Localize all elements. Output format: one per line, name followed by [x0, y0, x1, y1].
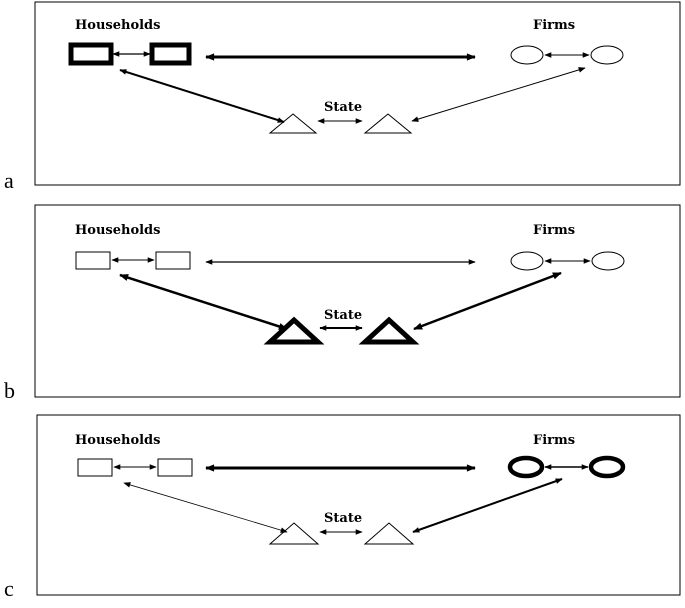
firm-node	[591, 251, 625, 271]
panel-b: Households Firms State	[34, 204, 681, 398]
state-label: State	[324, 100, 362, 115]
firm-node	[510, 45, 544, 65]
household-state-link	[119, 69, 285, 123]
firm-state-link	[413, 271, 562, 331]
panel-letter-c: c	[4, 576, 14, 601]
households-label: Households	[75, 18, 160, 33]
panel-frame	[34, 204, 681, 398]
household-node	[77, 458, 113, 477]
firm-state-link	[411, 67, 586, 122]
firms-label: Firms	[533, 223, 575, 238]
firm-node	[510, 251, 544, 271]
panel-frame	[34, 1, 681, 186]
state-label: State	[324, 308, 362, 323]
panel-letter-a: a	[4, 168, 14, 193]
firms-label: Firms	[533, 433, 575, 448]
household-node	[68, 42, 114, 66]
firm-node	[588, 455, 626, 479]
panel-c: Households Firms State	[36, 414, 681, 596]
firms-label: Firms	[533, 18, 575, 33]
household-node	[157, 458, 193, 477]
firm-state-link	[412, 478, 563, 533]
state-node	[363, 522, 415, 545]
state-node	[358, 316, 420, 345]
firm-node	[507, 455, 545, 479]
households-label: Households	[75, 433, 160, 448]
households-label: Households	[75, 223, 160, 238]
panel-letter-b: b	[4, 378, 15, 403]
state-node	[268, 522, 320, 545]
state-node	[263, 316, 325, 345]
household-state-link	[123, 482, 288, 533]
household-node	[149, 42, 192, 66]
firm-node	[590, 45, 624, 65]
household-node	[75, 251, 111, 270]
household-node	[155, 251, 191, 270]
panel-a: Households Firms State	[34, 1, 681, 186]
state-label: State	[324, 511, 362, 526]
panel-frame	[36, 414, 681, 596]
state-node	[363, 113, 413, 134]
state-node	[268, 113, 318, 134]
household-state-link	[119, 273, 288, 331]
